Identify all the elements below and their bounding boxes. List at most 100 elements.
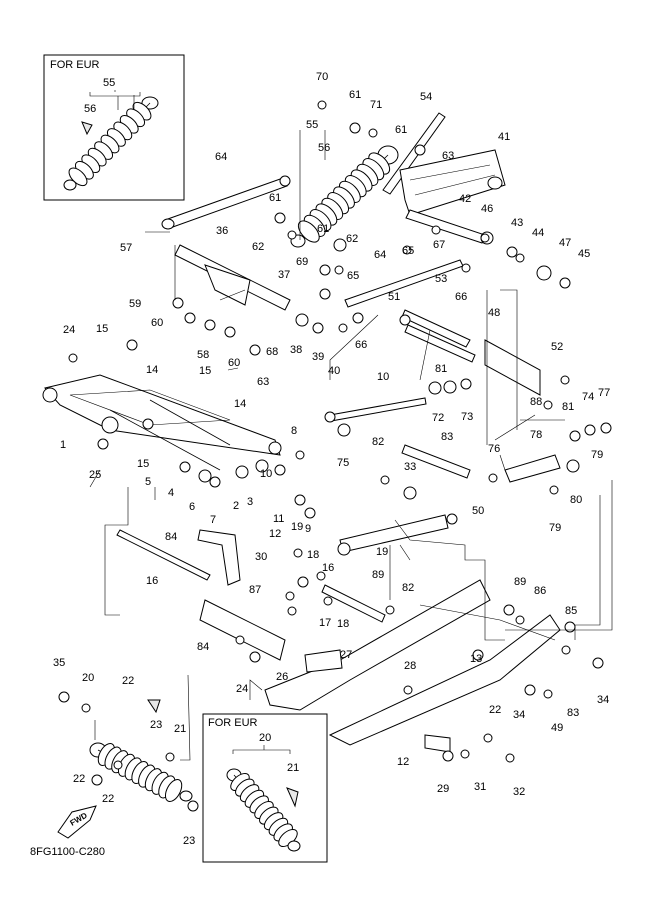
callout-number: 24 bbox=[236, 683, 248, 695]
eur-inset-top-label-55: 55 bbox=[103, 77, 115, 89]
eur-inset-top-title: FOR EUR bbox=[50, 59, 100, 71]
callout-number: 6 bbox=[189, 501, 195, 513]
callout-number: 14 bbox=[146, 364, 158, 376]
callout-number: 32 bbox=[513, 786, 525, 798]
callout-number: 19 bbox=[291, 521, 303, 533]
callout-number: 43 bbox=[511, 217, 523, 229]
callout-number: 29 bbox=[437, 783, 449, 795]
callout-number: 63 bbox=[442, 150, 454, 162]
callout-number: 60 bbox=[228, 357, 240, 369]
callout-number: 61 bbox=[349, 89, 361, 101]
callout-number: 59 bbox=[129, 298, 141, 310]
callout-number: 23 bbox=[183, 835, 195, 847]
callout-number: 22 bbox=[122, 675, 134, 687]
callout-number: 12 bbox=[269, 528, 281, 540]
callout-number: 15 bbox=[137, 458, 149, 470]
callout-number: 18 bbox=[337, 618, 349, 630]
callout-number: 5 bbox=[145, 476, 151, 488]
callout-number: 84 bbox=[197, 641, 209, 653]
callout-number: 86 bbox=[534, 585, 546, 597]
callout-number: 89 bbox=[372, 569, 384, 581]
eur-inset-bottom-title: FOR EUR bbox=[208, 717, 258, 729]
callout-number: 20 bbox=[82, 672, 94, 684]
callout-number: 60 bbox=[151, 317, 163, 329]
callout-number: 55 bbox=[306, 119, 318, 131]
callout-number: 10 bbox=[260, 468, 272, 480]
callout-number: 83 bbox=[441, 431, 453, 443]
callout-number: 26 bbox=[276, 671, 288, 683]
callout-number: 17 bbox=[319, 617, 331, 629]
callout-number: 57 bbox=[120, 242, 132, 254]
callout-number: 14 bbox=[234, 398, 246, 410]
eur-inset-bottom-label-20: 20 bbox=[259, 732, 271, 744]
callout-number: 12 bbox=[397, 756, 409, 768]
callout-number: 80 bbox=[570, 494, 582, 506]
callout-number: 65 bbox=[402, 245, 414, 257]
callout-number: 63 bbox=[257, 376, 269, 388]
callout-number: 79 bbox=[549, 522, 561, 534]
callout-number: 56 bbox=[318, 142, 330, 154]
callout-number: 73 bbox=[461, 411, 473, 423]
callout-number: 46 bbox=[481, 203, 493, 215]
diagram-code: 8FG1100-C280 bbox=[30, 846, 105, 858]
callout-number: 10 bbox=[377, 371, 389, 383]
callout-number: 22 bbox=[73, 773, 85, 785]
callout-number: 16 bbox=[322, 562, 334, 574]
callout-number: 75 bbox=[337, 457, 349, 469]
eur-inset-top-label-56: 56 bbox=[84, 103, 96, 115]
callout-number: 39 bbox=[312, 351, 324, 363]
callout-number: 7 bbox=[210, 514, 216, 526]
callout-number: 58 bbox=[197, 349, 209, 361]
callout-number: 2 bbox=[233, 500, 239, 512]
callout-number: 42 bbox=[459, 193, 471, 205]
callout-number: 79 bbox=[591, 449, 603, 461]
callout-number: 16 bbox=[146, 575, 158, 587]
callout-number: 38 bbox=[290, 344, 302, 356]
callout-number: 34 bbox=[513, 709, 525, 721]
callout-number: 35 bbox=[53, 657, 65, 669]
callout-number: 22 bbox=[102, 793, 114, 805]
callout-number: 66 bbox=[455, 291, 467, 303]
callout-number: 45 bbox=[578, 248, 590, 260]
callout-number: 27 bbox=[340, 649, 352, 661]
callout-number: 3 bbox=[247, 496, 253, 508]
callout-number: 22 bbox=[489, 704, 501, 716]
callout-number: 52 bbox=[551, 341, 563, 353]
callout-number: 83 bbox=[567, 707, 579, 719]
callout-number: 72 bbox=[432, 412, 444, 424]
callout-number: 25 bbox=[89, 469, 101, 481]
callout-number: 82 bbox=[402, 582, 414, 594]
callout-number: 70 bbox=[316, 71, 328, 83]
callout-number: 64 bbox=[215, 151, 227, 163]
callout-number: 82 bbox=[372, 436, 384, 448]
callout-number: 61 bbox=[395, 124, 407, 136]
callout-number: 67 bbox=[433, 239, 445, 251]
callout-number: 87 bbox=[249, 584, 261, 596]
callout-number: 37 bbox=[278, 269, 290, 281]
callout-number: 34 bbox=[597, 694, 609, 706]
callout-number: 78 bbox=[530, 429, 542, 441]
callout-number: 8 bbox=[291, 425, 297, 437]
callout-number: 69 bbox=[296, 256, 308, 268]
eur-inset-top: FOR EUR 55 56 bbox=[43, 54, 185, 201]
callout-number: 24 bbox=[63, 324, 75, 336]
callout-number: 76 bbox=[488, 443, 500, 455]
callout-number: 33 bbox=[404, 461, 416, 473]
callout-number: 11 bbox=[273, 513, 284, 525]
callout-number: 49 bbox=[551, 722, 563, 734]
callout-number: 48 bbox=[488, 307, 500, 319]
linework bbox=[42, 95, 613, 812]
callout-number: 61 bbox=[317, 223, 329, 235]
callout-number: 50 bbox=[472, 505, 484, 517]
callout-number: 64 bbox=[374, 249, 386, 261]
callout-number: 18 bbox=[307, 549, 319, 561]
callout-number: 21 bbox=[174, 723, 186, 735]
callout-number: 66 bbox=[355, 339, 367, 351]
fwd-arrow-icon: FWD bbox=[57, 805, 97, 839]
callout-number: 81 bbox=[562, 401, 574, 413]
callout-number: 68 bbox=[266, 346, 278, 358]
callout-number: 77 bbox=[598, 387, 610, 399]
callout-number: 65 bbox=[347, 270, 359, 282]
eur-inset-bottom-label-21: 21 bbox=[287, 762, 299, 774]
